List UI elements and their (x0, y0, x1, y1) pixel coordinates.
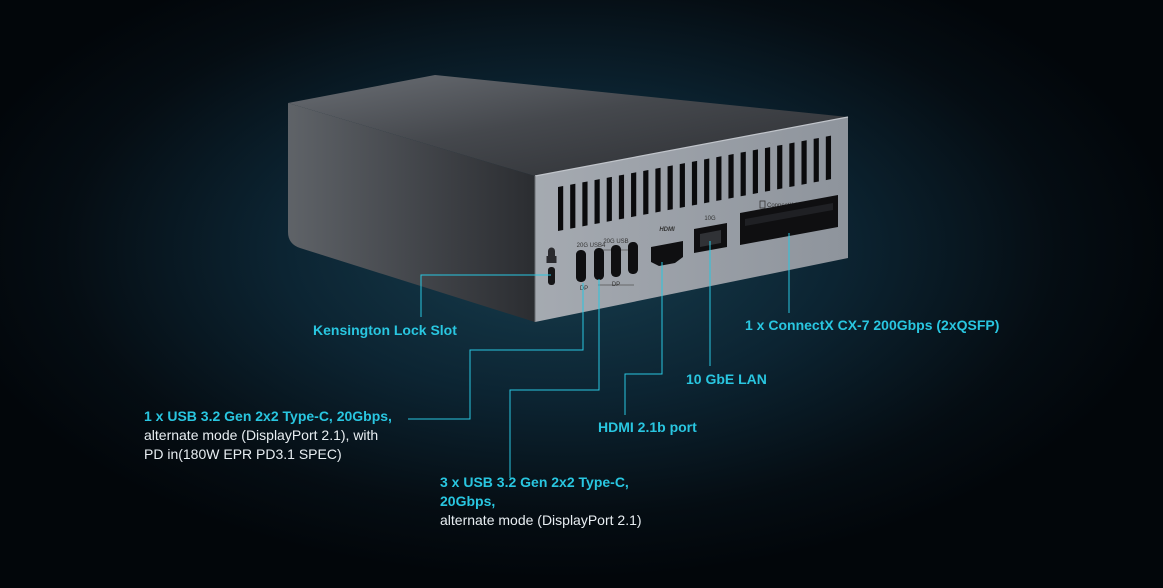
kensington-label: Kensington Lock Slot (313, 322, 457, 338)
usb-group-leader (509, 279, 600, 478)
usb-group-callout: 3 x USB 3.2 Gen 2x2 Type-C, 20Gbps, alte… (440, 473, 642, 530)
vent-slot (704, 158, 710, 204)
vent-slot (740, 151, 746, 197)
vent-slot (728, 153, 734, 199)
lan-port (694, 223, 727, 253)
usb-c-port (628, 242, 638, 274)
hdmi-marking: HDMI (659, 227, 675, 233)
usb-pd-leader (408, 283, 584, 420)
lock-icon (546, 247, 557, 263)
dp-marking: DP (580, 286, 588, 292)
vent-slot (801, 140, 807, 185)
kensington-lock-slot (546, 247, 557, 285)
vent-slot (679, 163, 685, 208)
mini-pc (288, 75, 849, 322)
lan-label: 10 GbE LAN (686, 371, 767, 387)
usb-c-port (594, 248, 604, 280)
usb-group-title: 3 x USB 3.2 Gen 2x2 Type-C, (440, 474, 629, 490)
vent-slot (813, 137, 819, 183)
vent-slot (643, 170, 649, 215)
vent-slot (691, 160, 698, 206)
usb-pd-detail: alternate mode (DisplayPort 2.1), with (144, 427, 379, 443)
vent-slot (594, 179, 600, 225)
usb-pd-callout: 1 x USB 3.2 Gen 2x2 Type-C, 20Gbps, alte… (144, 407, 392, 464)
usb-pd-title: 1 x USB 3.2 Gen 2x2 Type-C, 20Gbps, (144, 408, 392, 424)
usb-group-marking: 20G USB (603, 239, 628, 245)
vent-grille (558, 135, 832, 231)
vent-slot (582, 181, 588, 227)
hdmi-leader (624, 262, 663, 415)
vent-slot (764, 147, 771, 192)
leader-lines (408, 233, 790, 478)
vent-slot (825, 135, 832, 181)
vent-slot (752, 149, 758, 194)
usb-group-detail: alternate mode (DisplayPort 2.1) (440, 512, 642, 528)
dp-group-marking: DP (612, 282, 620, 288)
vent-slot (618, 174, 625, 220)
mini-pc-left-side (288, 103, 535, 322)
connectx-label: 1 x ConnectX CX-7 200Gbps (2xQSFP) (745, 317, 1000, 333)
vent-slot (631, 172, 637, 218)
kensington-leader (420, 274, 551, 317)
usb-pd-marking: 20G USB4 (577, 243, 606, 249)
usb-c-pd-port (576, 250, 586, 282)
usb-group-title: 20Gbps, (440, 493, 496, 509)
usb-c-port (611, 245, 621, 277)
vent-slot (716, 156, 722, 201)
hdmi-port (651, 241, 683, 266)
vent-slot (667, 165, 673, 211)
hdmi-label: HDMI 2.1b port (598, 419, 697, 435)
rear-ports: 20G USB4 DP 20G USB DP HDMI 10G ConnectX… (546, 195, 838, 292)
vent-slot (570, 183, 576, 229)
vent-slot (777, 144, 783, 190)
vent-slot (655, 167, 661, 213)
mini-pc-top (288, 75, 848, 176)
lan-marking: 10G (704, 216, 716, 222)
vent-slot (558, 186, 564, 231)
panel-edge (534, 116, 849, 177)
vent-slot (789, 142, 795, 188)
qsfp-cage (740, 195, 838, 245)
vent-slot (606, 176, 612, 222)
usb-pd-detail: PD in(180W EPR PD3.1 SPEC) (144, 446, 342, 462)
